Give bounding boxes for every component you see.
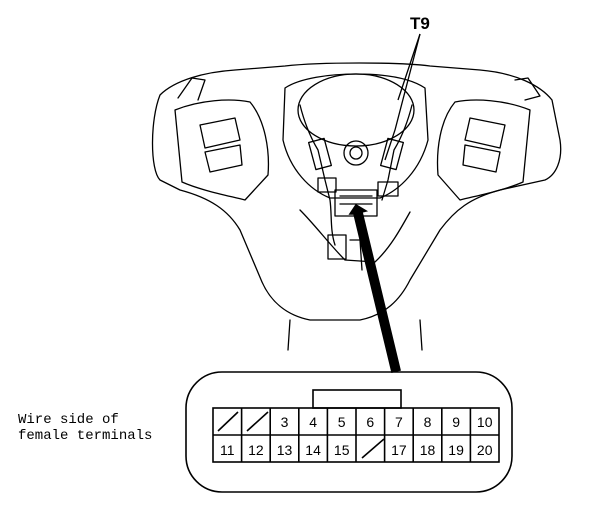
t9-callout-label: T9	[410, 14, 430, 33]
wheel-inner-right	[436, 99, 531, 201]
hub-opening	[297, 73, 415, 147]
pin-label-3: 3	[281, 414, 289, 430]
empty-cavity-bottom-6	[361, 438, 385, 459]
wheel-inner-left	[174, 99, 270, 201]
pin-label-18: 18	[420, 442, 436, 458]
pin-label-19: 19	[448, 442, 464, 458]
wheel-outline	[151, 62, 562, 321]
pin-label-6: 6	[366, 414, 374, 430]
pin-label-5: 5	[338, 414, 346, 430]
pin-label-17: 17	[391, 442, 407, 458]
t9-leader-2	[397, 33, 421, 101]
caption-line-1: Wire side of	[18, 412, 119, 428]
pin-label-20: 20	[477, 442, 493, 458]
empty-cavity-top-1	[217, 411, 239, 432]
pin-label-13: 13	[277, 442, 293, 458]
t9-leader	[384, 33, 421, 161]
left-harness	[299, 104, 336, 246]
pin-label-9: 9	[452, 414, 460, 430]
pin-label-11: 11	[220, 442, 235, 458]
pin-label-14: 14	[305, 442, 321, 458]
pin-label-12: 12	[248, 442, 264, 458]
caption-line-2: female terminals	[18, 428, 153, 444]
hub-housing	[282, 73, 429, 199]
connector-face	[185, 371, 513, 493]
steering-column	[287, 319, 423, 351]
pin-label-10: 10	[477, 414, 493, 430]
connector-caption: Wire side of female terminals	[18, 412, 152, 444]
connector-arrow	[348, 203, 401, 373]
pin-label-15: 15	[334, 442, 350, 458]
hub-nut	[343, 140, 369, 166]
pin-label-4: 4	[309, 414, 317, 430]
right-harness	[381, 104, 413, 201]
pin-label-8: 8	[424, 414, 432, 430]
pin-label-7: 7	[395, 414, 403, 430]
empty-cavity-top-2	[246, 411, 269, 432]
